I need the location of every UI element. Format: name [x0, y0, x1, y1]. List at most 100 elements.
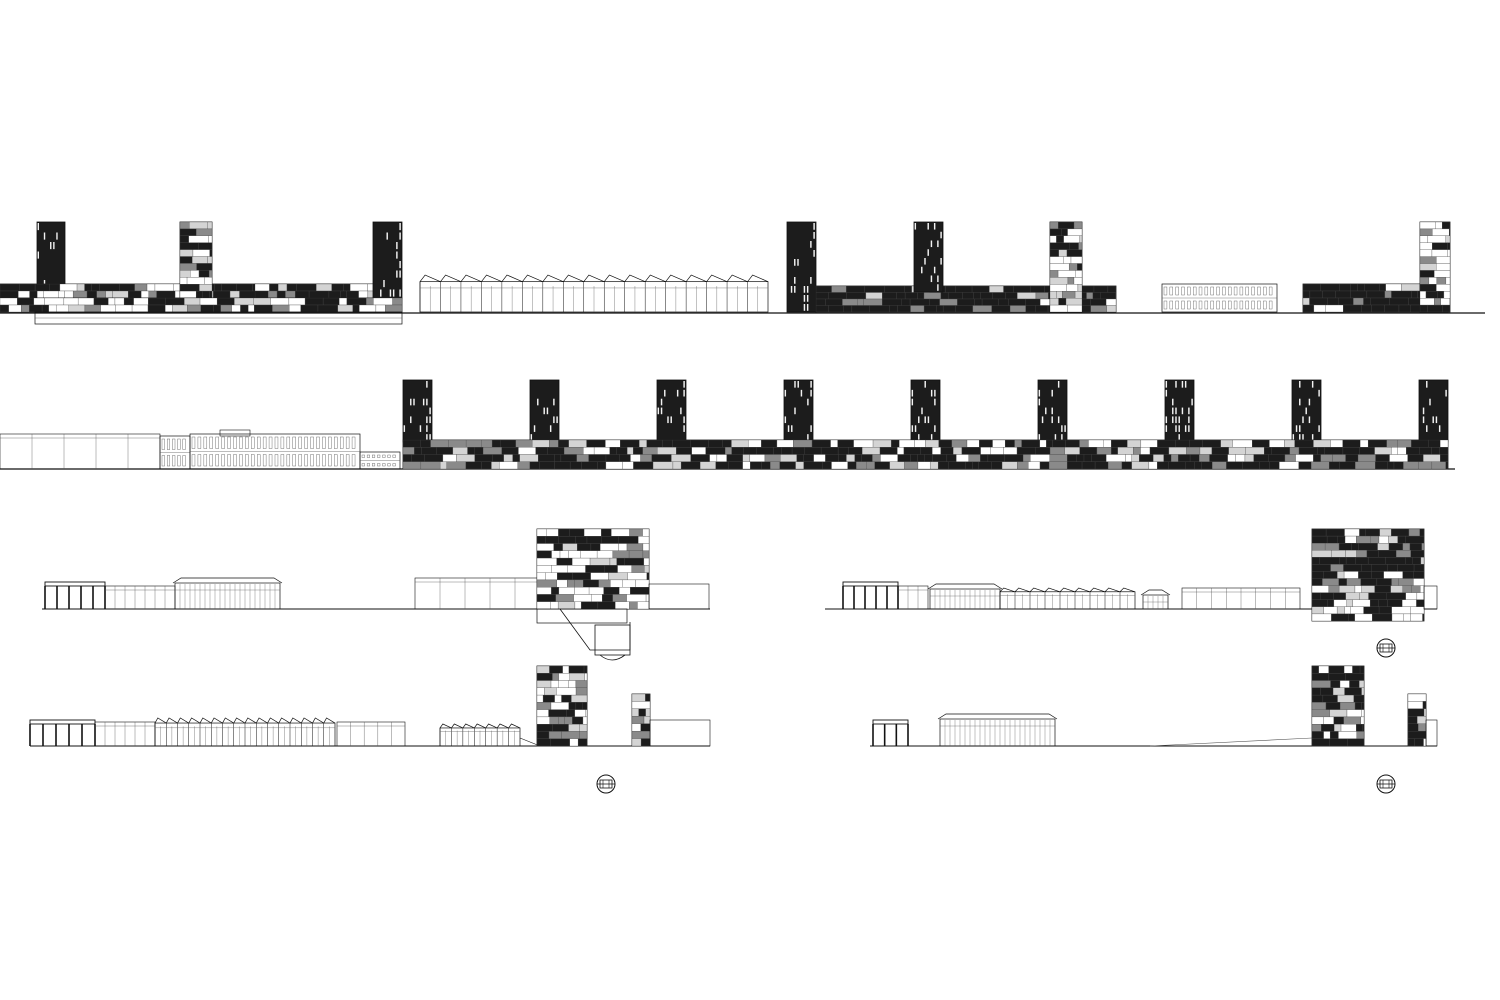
facade-panel — [567, 565, 586, 573]
window-slit — [813, 223, 815, 230]
window-slit — [806, 295, 809, 302]
facade-panel — [517, 461, 531, 470]
facade-panel — [1271, 447, 1291, 455]
facade-panel — [568, 680, 577, 688]
sawtooth-mid-r4 — [439, 723, 521, 747]
facade-panel — [1418, 723, 1427, 732]
facade-panel — [300, 304, 319, 313]
window-slit — [1057, 416, 1060, 424]
facade-panel — [1391, 290, 1412, 299]
facade-panel — [209, 290, 213, 299]
window-slit — [399, 261, 401, 269]
facade-panel — [68, 304, 86, 313]
window-slit — [683, 389, 685, 397]
facade-panel — [1440, 298, 1450, 306]
facade-panel — [209, 249, 213, 257]
facade-panel — [1419, 298, 1435, 306]
window-slit — [1051, 407, 1053, 415]
facade-panel — [1397, 447, 1407, 455]
historic-window — [1239, 300, 1244, 310]
window-slit — [1038, 434, 1041, 441]
facade-panel — [1352, 599, 1371, 607]
facade-panel — [1375, 461, 1388, 470]
facade-panel — [1311, 557, 1320, 565]
facade-panel — [722, 439, 732, 448]
facade-panel — [1443, 291, 1451, 299]
window-slit — [1038, 398, 1041, 406]
facade-panel — [1402, 543, 1411, 551]
facade-panel — [639, 439, 647, 448]
facade-panel — [1039, 461, 1050, 470]
historic-window — [1204, 300, 1209, 310]
facade-panel — [1131, 454, 1140, 462]
facade-panel — [0, 297, 18, 306]
facade-panel — [1445, 235, 1451, 243]
facade-panel — [880, 454, 898, 462]
facade-panel — [1149, 447, 1170, 455]
window-slit — [676, 389, 679, 397]
facade-panel — [1440, 439, 1449, 448]
facade-panel — [869, 305, 890, 313]
facade-panel — [1003, 447, 1018, 455]
facade-panel — [55, 304, 69, 313]
historic-window — [345, 454, 350, 467]
facade-panel — [1048, 461, 1068, 470]
facade-panel — [1049, 235, 1057, 243]
facade-panel — [904, 461, 919, 470]
facade-panel — [1374, 585, 1391, 593]
facade-panel — [1311, 665, 1319, 674]
facade-panel — [119, 283, 135, 292]
facade-panel — [631, 716, 645, 724]
facade-panel — [198, 270, 210, 278]
facade-panel — [1330, 439, 1343, 448]
facade-panel — [286, 283, 297, 292]
historic-window — [1222, 300, 1226, 310]
facade-panel — [942, 305, 956, 313]
facade-panel — [1133, 447, 1141, 455]
facade-panel — [1264, 447, 1272, 455]
facade-panel — [99, 283, 120, 292]
facade-panel — [574, 709, 586, 718]
historic-window — [215, 436, 219, 449]
facade-panel — [575, 687, 588, 696]
facade-panel — [1269, 439, 1285, 448]
facade-panel — [1345, 550, 1357, 558]
facade-panel — [1419, 263, 1437, 271]
historic-window — [166, 438, 170, 450]
window-slit — [930, 275, 933, 283]
facade-panel — [141, 290, 149, 299]
facade-panel — [815, 298, 826, 306]
historic-window — [1210, 300, 1214, 310]
historic-window — [233, 436, 237, 449]
facade-panel — [750, 461, 762, 470]
facade-panel — [91, 283, 100, 292]
facade-panel — [1437, 291, 1445, 299]
facade-panel — [1356, 535, 1371, 544]
window-slit — [927, 223, 929, 230]
facade-panel — [929, 461, 939, 470]
facade-panel — [731, 439, 749, 448]
facade-panel — [1279, 461, 1299, 470]
historic-window — [334, 436, 338, 449]
historic-window — [1163, 300, 1168, 310]
facade-panel — [586, 536, 602, 544]
window-slit — [806, 304, 809, 311]
facade-panel — [642, 543, 650, 551]
window-slit — [1184, 425, 1187, 432]
facade-panel — [1313, 439, 1331, 448]
facade-panel — [1445, 461, 1449, 470]
facade-panel — [1170, 454, 1179, 462]
facade-panel — [536, 579, 558, 588]
facade-panel — [708, 439, 723, 448]
facade-panel — [612, 594, 627, 602]
facade-panel — [172, 304, 188, 313]
facade-panel — [1419, 304, 1428, 313]
window-slit — [1061, 425, 1063, 432]
window-slit — [1188, 425, 1190, 432]
facade-panel — [813, 454, 826, 462]
facade-panel — [1431, 249, 1448, 257]
facade-panel — [76, 283, 85, 292]
facade-panel — [1357, 283, 1365, 292]
facade-panel — [519, 454, 539, 462]
facade-panel — [575, 702, 583, 710]
